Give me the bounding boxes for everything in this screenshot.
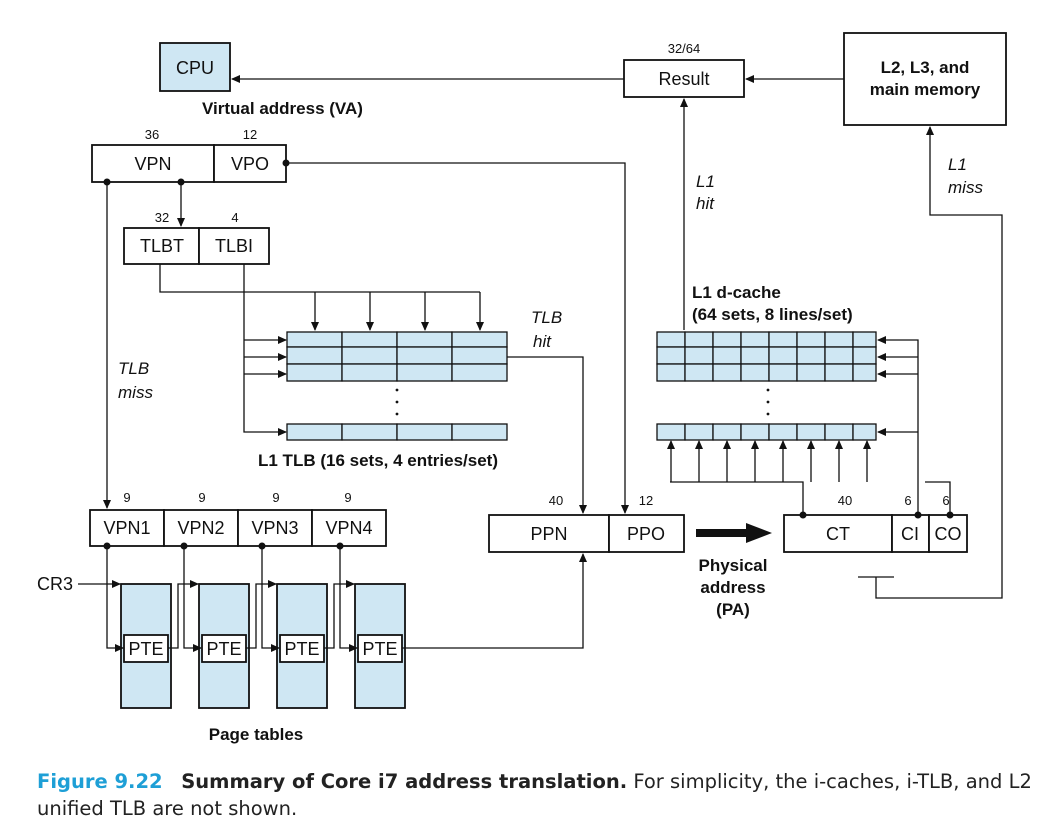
- va-label: Virtual address (VA): [202, 99, 363, 118]
- tlb-hit-label-2: hit: [533, 332, 552, 351]
- page-table-2: PTE: [198, 583, 250, 709]
- co-label: CO: [935, 524, 962, 544]
- address-translation-diagram: CPU Virtual address (VA) 32/64 Result L2…: [37, 32, 1007, 744]
- ci-box: [891, 514, 930, 553]
- page-tables-label: Page tables: [209, 725, 304, 744]
- cr3-label: CR3: [37, 574, 73, 594]
- co-bits: 6: [942, 493, 949, 508]
- vpn4-bits: 9: [344, 490, 351, 505]
- ct-box: [783, 514, 893, 553]
- figure-title: Summary of Core i7 address translation.: [181, 770, 628, 793]
- memory-label-2: main memory: [870, 80, 981, 99]
- figure-caption: Figure 9.22 Summary of Core i7 address t…: [37, 768, 1037, 822]
- vpn-box: [91, 144, 215, 183]
- memory-label-1: L2, L3, and: [881, 58, 970, 77]
- result-label: Result: [658, 69, 709, 89]
- tlb-hit-label-1: TLB: [531, 308, 562, 327]
- ci-label: CI: [901, 524, 919, 544]
- ppo-box: [608, 514, 685, 553]
- vpn3-box: [237, 509, 313, 547]
- l1-tlb-sets: [286, 331, 508, 441]
- vpn3-bits: 9: [272, 490, 279, 505]
- pte-label-4: PTE: [362, 639, 397, 659]
- tlb-miss-label-2: miss: [118, 383, 153, 402]
- tlbi-label: TLBI: [215, 236, 253, 256]
- ct-label: CT: [826, 524, 850, 544]
- ppo-label: PPO: [627, 524, 665, 544]
- l1-tlb-label: L1 TLB (16 sets, 4 entries/set): [258, 451, 498, 470]
- ppo-bits: 12: [639, 493, 653, 508]
- tlb-miss-label-1: TLB: [118, 359, 149, 378]
- vpn2-bits: 9: [198, 490, 205, 505]
- tlbt-box: [123, 227, 200, 265]
- l1-miss-label-1: L1: [948, 155, 967, 174]
- pte-label-1: PTE: [128, 639, 163, 659]
- ct-bits: 40: [838, 493, 852, 508]
- tlbt-bits: 32: [155, 210, 169, 225]
- vpn2-label: VPN2: [177, 518, 224, 538]
- cpu-label: CPU: [176, 58, 214, 78]
- vpo-label: VPO: [231, 154, 269, 174]
- pa-label-2: address: [700, 578, 765, 597]
- physical-address-arrow: [696, 529, 748, 537]
- vpo-box: [213, 144, 287, 183]
- l1-dcache-sets: [656, 331, 877, 441]
- pa-label-3: (PA): [716, 600, 750, 619]
- figure-text: For simplicity, the i-caches, i-TLB, and…: [37, 770, 1032, 820]
- ppn-bits: 40: [549, 493, 563, 508]
- page-table-1: PTE: [120, 583, 172, 709]
- vpn1-label: VPN1: [103, 518, 150, 538]
- figure-number: Figure 9.22: [37, 770, 163, 793]
- result-box: [623, 59, 745, 98]
- ci-bits: 6: [904, 493, 911, 508]
- pte-label-2: PTE: [206, 639, 241, 659]
- memory-box: [843, 32, 1007, 126]
- l1-hit-label-2: hit: [696, 194, 715, 213]
- vpn3-label: VPN3: [251, 518, 298, 538]
- ppn-label: PPN: [530, 524, 567, 544]
- l1-miss-label-2: miss: [948, 178, 983, 197]
- result-bits: 32/64: [668, 41, 701, 56]
- co-box: [928, 514, 968, 553]
- ppn-box: [488, 514, 610, 553]
- l1-dcache-label-2: (64 sets, 8 lines/set): [692, 305, 853, 324]
- l1-dcache-label-1: L1 d-cache: [692, 283, 781, 302]
- vpo-bits: 12: [243, 127, 257, 142]
- page-table-4: PTE: [354, 583, 406, 709]
- pte-label-3: PTE: [284, 639, 319, 659]
- tlbi-box: [198, 227, 270, 265]
- vpn4-box: [311, 509, 387, 547]
- page-table-3: PTE: [276, 583, 328, 709]
- l1-hit-label-1: L1: [696, 172, 715, 191]
- cpu-box: [159, 42, 231, 92]
- vpn1-box: [89, 509, 165, 547]
- tlbi-bits: 4: [231, 210, 238, 225]
- vpn4-label: VPN4: [325, 518, 372, 538]
- vpn-label: VPN: [134, 154, 171, 174]
- tlbt-label: TLBT: [140, 236, 184, 256]
- pa-label-1: Physical: [699, 556, 768, 575]
- vpn-bits: 36: [145, 127, 159, 142]
- vpn1-bits: 9: [123, 490, 130, 505]
